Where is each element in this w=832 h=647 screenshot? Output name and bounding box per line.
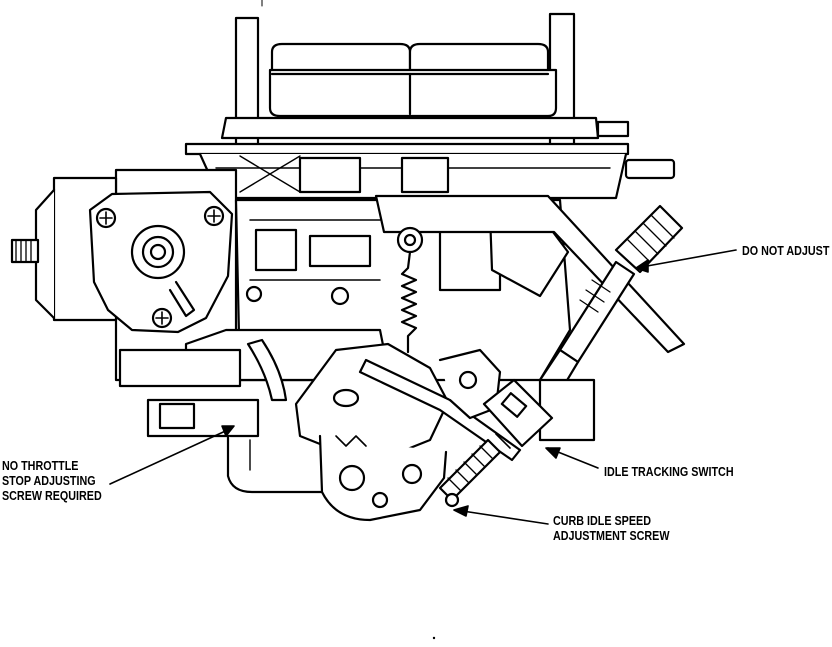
arrow-head-icon <box>635 259 649 273</box>
choke-housing <box>88 190 234 334</box>
label-line: NO THROTTLE <box>2 459 79 473</box>
throttle-lever <box>246 338 522 522</box>
leader-lines <box>109 249 737 525</box>
label-idle-tracking-switch: IDLE TRACKING SWITCH <box>604 465 734 480</box>
leader-do-not-adjust <box>635 249 737 269</box>
label-curb-idle: CURB IDLE SPEED ADJUSTMENT SCREW <box>553 514 669 544</box>
leader-curb-idle <box>455 509 549 525</box>
dashpot-assembly <box>374 194 686 442</box>
label-line: SCREW REQUIRED <box>2 489 102 503</box>
curb-idle-screw <box>438 438 502 508</box>
throttle-spring <box>396 226 424 354</box>
label-line: CURB IDLE SPEED <box>553 514 651 528</box>
label-no-throttle: NO THROTTLE STOP ADJUSTING SCREW REQUIRE… <box>2 459 102 504</box>
label-line: STOP ADJUSTING <box>2 474 96 488</box>
arrow-head-icon <box>453 505 469 517</box>
arrow-head-icon <box>221 425 235 437</box>
arrow-head-icon <box>545 447 561 459</box>
air-horn-cover <box>184 12 676 200</box>
label-text: DO NOT ADJUST <box>742 244 830 258</box>
leader-no-throttle <box>109 427 233 485</box>
idle-tracking-switch <box>482 378 554 449</box>
label-do-not-adjust: DO NOT ADJUST <box>742 244 829 259</box>
label-text: IDLE TRACKING SWITCH <box>604 465 734 479</box>
label-line: ADJUSTMENT SCREW <box>553 529 670 543</box>
